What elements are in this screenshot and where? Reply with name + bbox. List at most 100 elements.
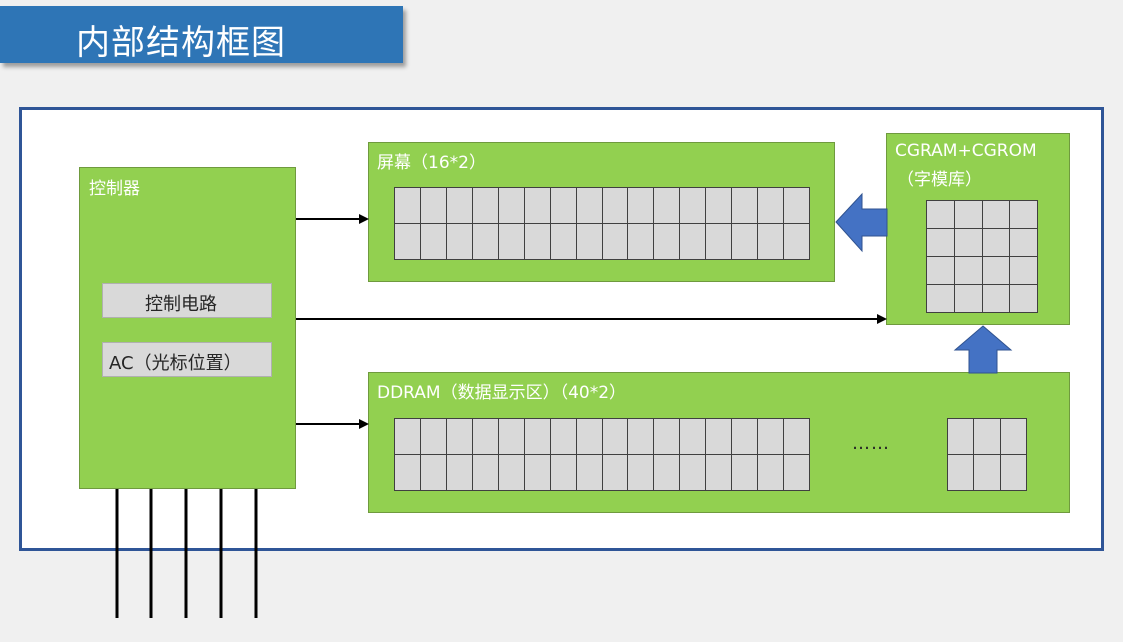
grid-cell [576,419,602,454]
controller-label: 控制器 [89,179,140,199]
grid-cell [954,229,982,256]
grid-cell [758,419,784,454]
ddram-tail-cell-grid [947,418,1027,491]
grid-cell [758,455,784,490]
controller-to-cgram-arrow [296,314,887,324]
grid-cell [576,188,602,223]
grid-cell [948,455,974,490]
grid-cell [524,455,550,490]
grid-cell [446,188,472,223]
grid-cell [628,188,654,223]
screen-cell-grid [394,187,810,260]
grid-cell [524,188,550,223]
grid-cell [420,455,446,490]
grid-cell [524,224,550,259]
grid-cell [1010,257,1037,284]
grid-cell [1010,201,1037,228]
grid-cell [982,229,1010,256]
grid-cell [472,419,498,454]
grid-cell [628,224,654,259]
grid-cell [974,455,1000,490]
grid-cell [524,419,550,454]
grid-cell [498,455,524,490]
arrowhead-right-icon [877,314,887,324]
grid-cell [446,419,472,454]
grid-cell [550,419,576,454]
grid-cell [420,224,446,259]
grid-cell [758,188,784,223]
grid-cell [927,285,954,312]
controller-to-screen-arrow [296,214,369,224]
grid-cell [954,257,982,284]
grid-cell [654,455,680,490]
grid-cell [732,455,758,490]
arrow-left-icon [835,192,888,253]
grid-cell [706,188,732,223]
grid-cell [680,224,706,259]
grid-cell [654,419,680,454]
grid-cell [784,455,809,490]
grid-cell [680,419,706,454]
cgram-cell-grid [926,200,1038,313]
arrowhead-right-icon [359,214,369,224]
grid-cell [628,455,654,490]
grid-cell [602,419,628,454]
grid-cell [628,419,654,454]
grid-cell [1000,419,1026,454]
ddram-cell-grid [394,418,810,491]
page-title: 内部结构框图 [76,23,286,63]
grid-cell [576,455,602,490]
grid-cell [472,188,498,223]
grid-cell [420,188,446,223]
grid-cell [927,201,954,228]
grid-cell [498,419,524,454]
grid-cell [732,419,758,454]
grid-cell [927,229,954,256]
grid-cell [472,455,498,490]
grid-cell [982,285,1010,312]
grid-cell [576,224,602,259]
grid-cell [758,224,784,259]
grid-cell [602,188,628,223]
grid-cell [395,188,420,223]
grid-cell [732,224,758,259]
cursor-ac-box: AC（光标位置） [102,342,272,377]
screen-label: 屏幕（16*2） [377,153,486,173]
controller-pins [115,489,258,618]
cgram-label-line2: （字模库） [897,170,982,190]
cgram-label-line1: CGRAM+CGROM [895,141,1037,161]
grid-cell [732,188,758,223]
grid-cell [706,224,732,259]
grid-cell [602,455,628,490]
grid-cell [395,419,420,454]
arrowhead-right-icon [359,419,369,429]
grid-cell [498,188,524,223]
grid-cell [954,201,982,228]
grid-cell [602,224,628,259]
ddram-ellipsis: …… [852,433,890,454]
grid-cell [680,455,706,490]
cursor-ac-label: AC（光标位置） [109,353,242,374]
arrow-up-icon [953,325,1013,374]
grid-cell [1010,285,1037,312]
grid-cell [784,419,809,454]
grid-cell [784,224,809,259]
grid-cell [1010,229,1037,256]
grid-cell [784,188,809,223]
grid-cell [1000,455,1026,490]
grid-cell [446,224,472,259]
grid-cell [446,455,472,490]
grid-cell [706,455,732,490]
grid-cell [948,419,974,454]
grid-cell [982,257,1010,284]
grid-cell [654,224,680,259]
grid-cell [927,257,954,284]
grid-cell [550,224,576,259]
controller-to-ddram-arrow [296,419,369,429]
controller-block [79,167,296,489]
grid-cell [395,455,420,490]
grid-cell [498,224,524,259]
grid-cell [706,419,732,454]
grid-cell [550,455,576,490]
